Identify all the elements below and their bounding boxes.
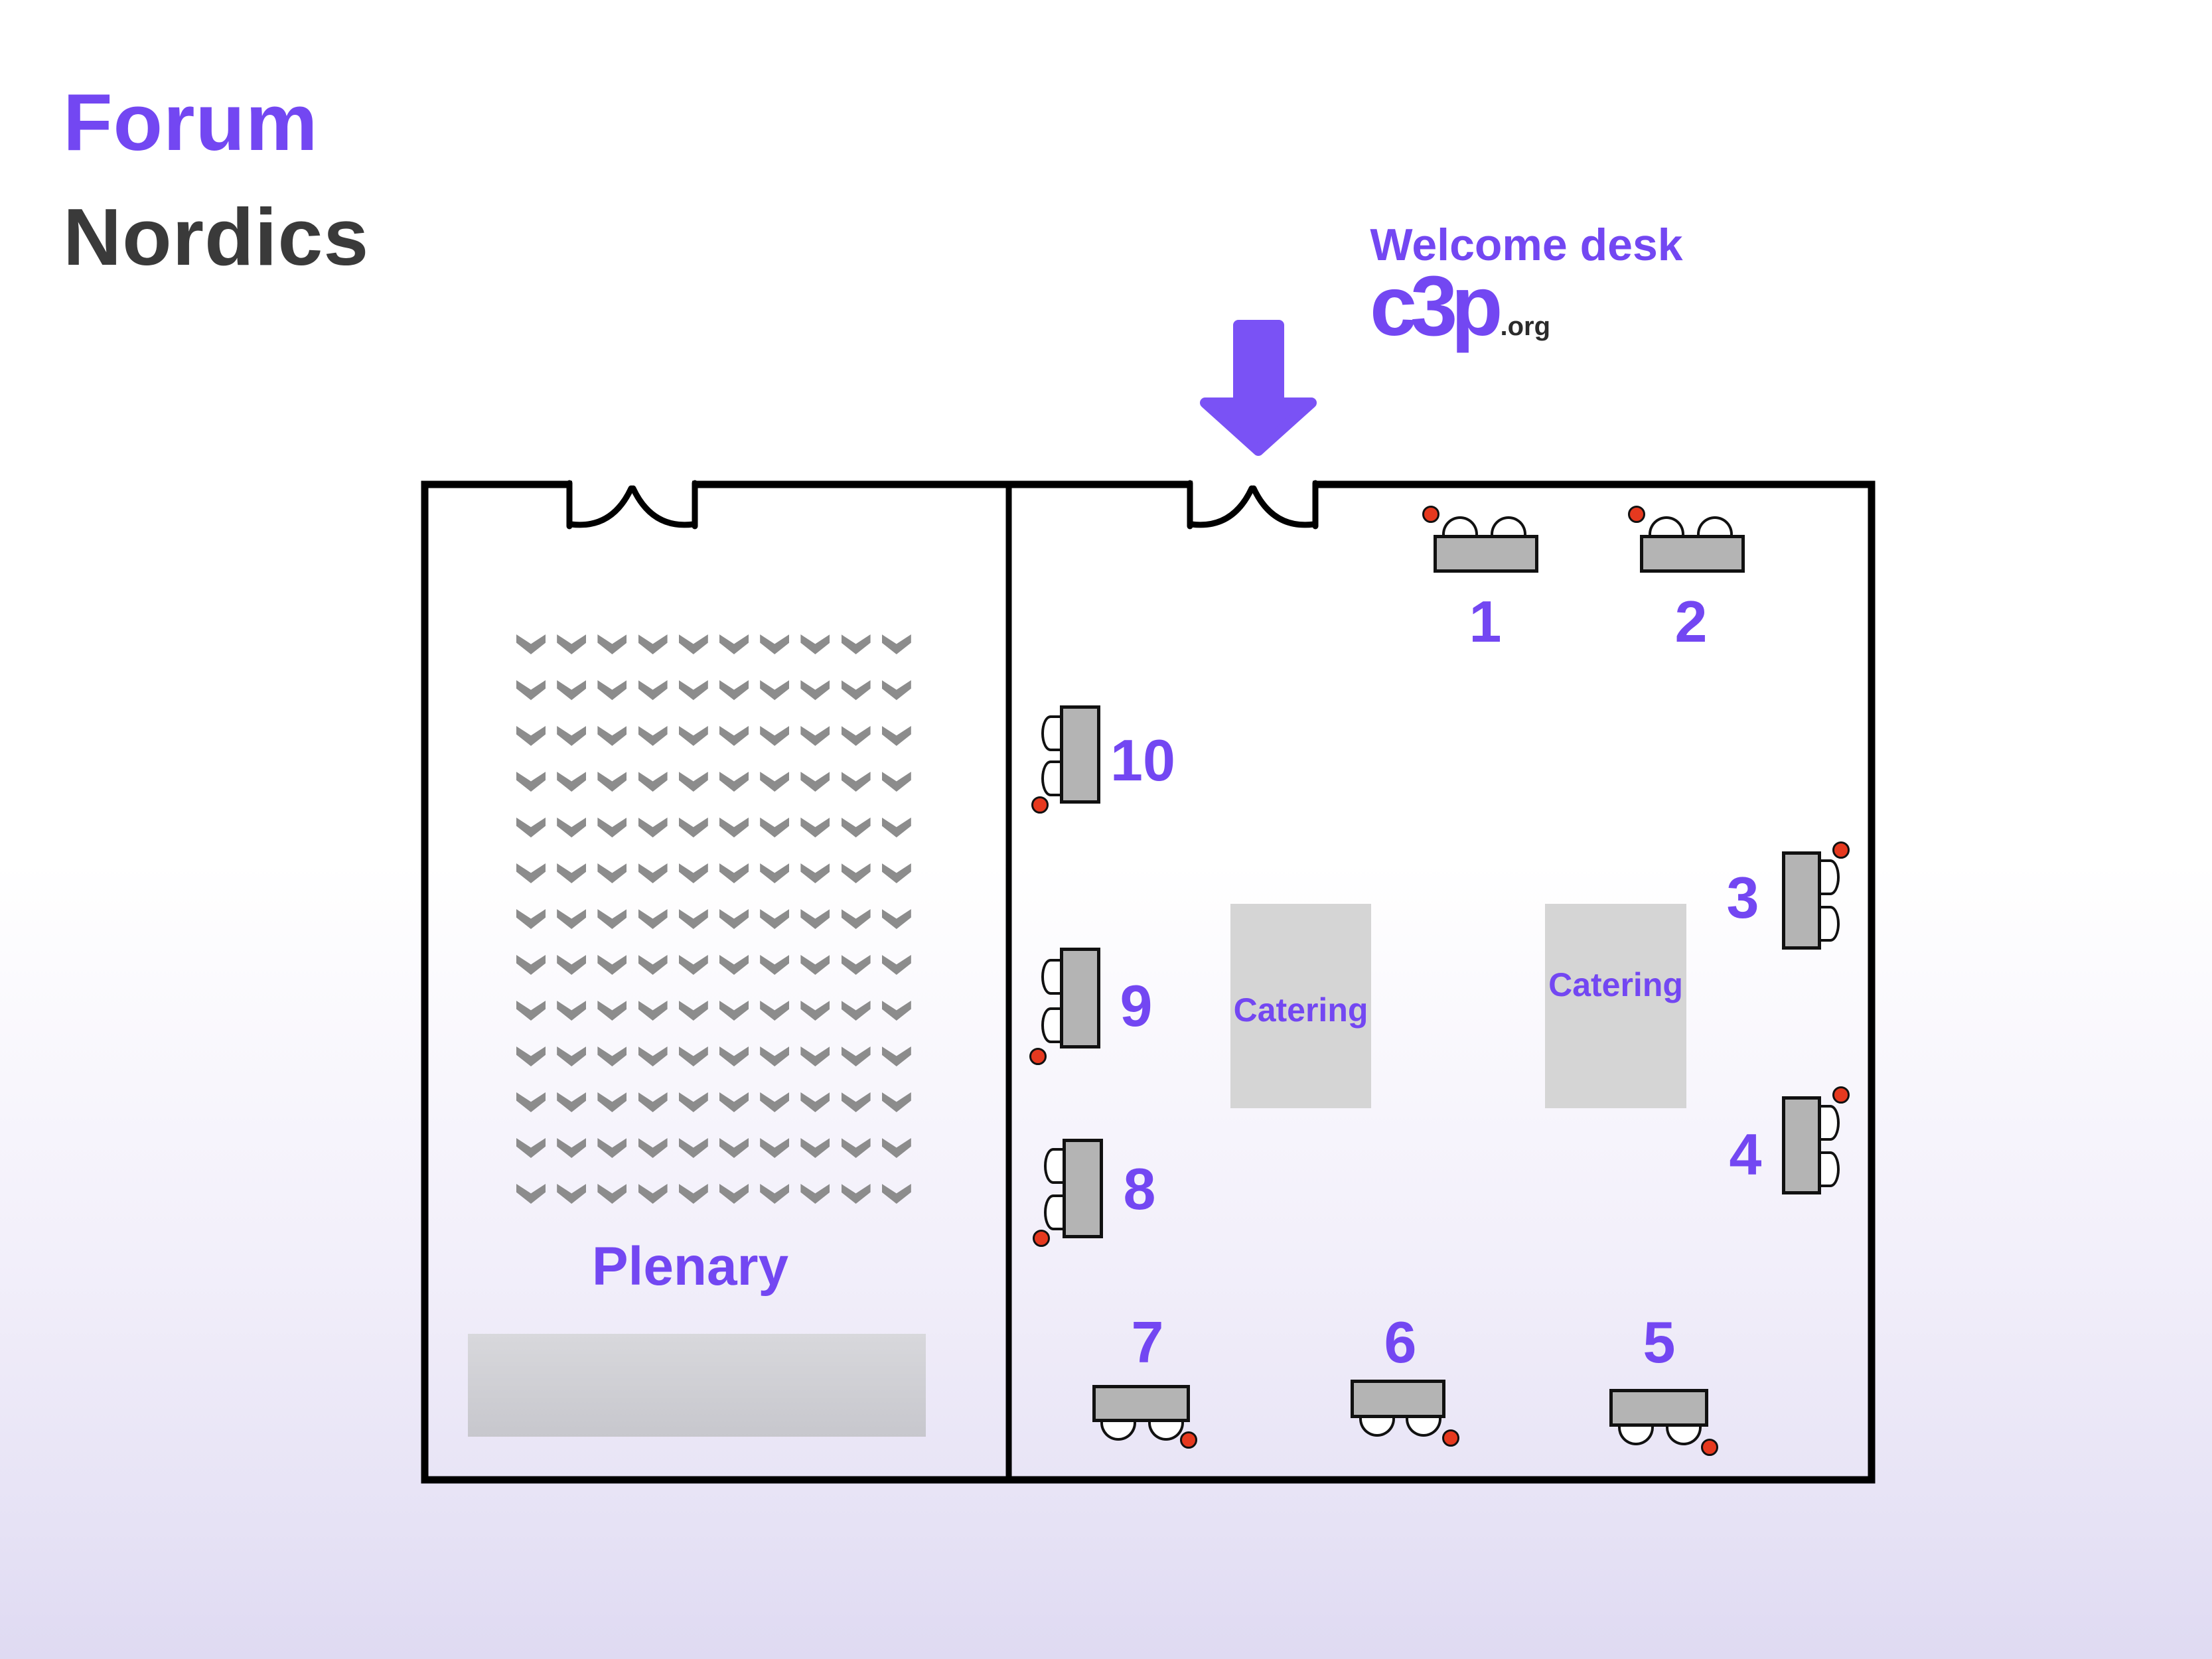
chair-icon xyxy=(1044,1194,1063,1230)
table-10 xyxy=(1060,705,1100,804)
catering-area-2: Catering xyxy=(1545,904,1686,1108)
chair-icon xyxy=(1041,959,1060,995)
plenary-stage xyxy=(468,1334,926,1437)
presence-dot xyxy=(1442,1429,1459,1447)
catering-area-1: Catering xyxy=(1230,904,1371,1108)
chair-icon xyxy=(1041,1007,1060,1043)
table-number-6: 6 xyxy=(1384,1309,1417,1375)
table-number-1: 1 xyxy=(1469,589,1502,654)
plenary-label: Plenary xyxy=(591,1236,789,1297)
table-number-7: 7 xyxy=(1131,1309,1164,1375)
table-6 xyxy=(1351,1380,1445,1418)
table-number-5: 5 xyxy=(1643,1309,1676,1375)
table-3 xyxy=(1782,851,1821,950)
chair-icon xyxy=(1041,760,1060,796)
table-number-4: 4 xyxy=(1729,1121,1762,1187)
chair-icon xyxy=(1821,1105,1840,1141)
hall-door-icon xyxy=(1187,480,1319,530)
presence-dot xyxy=(1628,506,1645,523)
catering-label: Catering xyxy=(1233,991,1368,1029)
logo-suffix: .org xyxy=(1500,312,1551,341)
presence-dot xyxy=(1701,1439,1718,1456)
presence-dot xyxy=(1029,1048,1047,1065)
table-9 xyxy=(1060,948,1100,1048)
table-4 xyxy=(1782,1096,1821,1194)
title-line-nordics: Nordics xyxy=(63,192,370,283)
chair-icon xyxy=(1821,1151,1840,1187)
chair-icon xyxy=(1041,715,1060,751)
presence-dot xyxy=(1832,841,1850,859)
chair-icon xyxy=(1821,859,1840,895)
chair-icon xyxy=(1821,906,1840,942)
c3p-org-logo: c3p.org xyxy=(1347,257,1573,355)
catering-label: Catering xyxy=(1548,966,1683,1003)
table-number-9: 9 xyxy=(1120,973,1153,1039)
title-line-forum: Forum xyxy=(63,77,319,167)
presence-dot xyxy=(1832,1086,1850,1104)
table-2 xyxy=(1640,535,1745,573)
right-door-opening xyxy=(1193,479,1313,490)
table-1 xyxy=(1434,535,1538,573)
presence-dot xyxy=(1033,1230,1050,1247)
left-door-opening xyxy=(572,479,692,490)
page-title: Forum Nordics xyxy=(63,65,369,295)
table-number-10: 10 xyxy=(1110,727,1175,793)
plenary-door-icon xyxy=(566,480,698,530)
table-8 xyxy=(1063,1139,1103,1238)
chair-icon xyxy=(1044,1148,1063,1184)
welcome-desk-label: Welcome desk xyxy=(1370,220,1683,270)
presence-dot xyxy=(1031,796,1049,814)
logo-text: c3p xyxy=(1369,259,1503,354)
table-5 xyxy=(1609,1389,1708,1427)
presence-dot xyxy=(1180,1431,1197,1449)
table-number-2: 2 xyxy=(1674,589,1708,654)
table-number-3: 3 xyxy=(1726,865,1759,930)
room-outline xyxy=(421,480,1876,1484)
presence-dot xyxy=(1422,506,1439,523)
table-7 xyxy=(1092,1385,1190,1422)
down-arrow-icon xyxy=(1200,320,1317,456)
table-number-8: 8 xyxy=(1123,1156,1156,1222)
